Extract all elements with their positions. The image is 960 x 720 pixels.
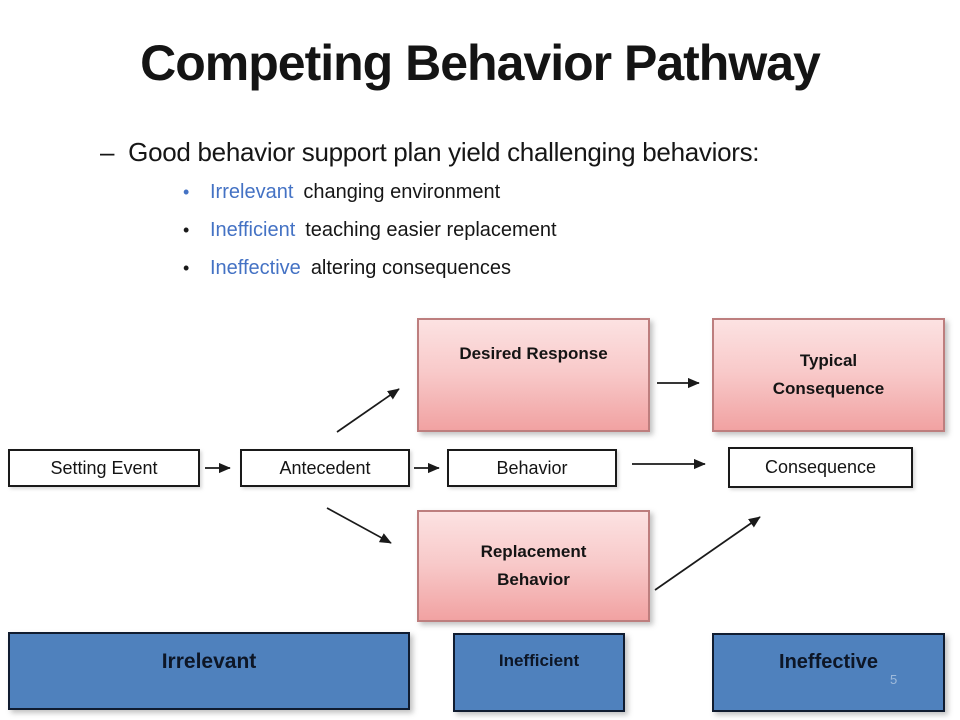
list-item: • Ineffective altering consequences xyxy=(183,255,557,293)
dash-bullet-marker: – xyxy=(100,137,115,167)
arrow-replacement-to-consequence xyxy=(654,516,761,591)
main-bullet-line: –Good behavior support plan yield challe… xyxy=(100,137,920,168)
inefficient-label-box: Inefficient xyxy=(453,633,625,712)
bullet-term: Irrelevant xyxy=(210,181,294,203)
bullet-desc: altering consequences xyxy=(310,257,511,279)
consequence-box: Consequence xyxy=(728,447,913,488)
irrelevant-label-box: Irrelevant xyxy=(8,632,410,710)
desired-response-label: Desired Response xyxy=(459,344,608,363)
bullet-dot-icon: • xyxy=(183,182,190,202)
behavior-label: Behavior xyxy=(496,457,568,478)
arrow-antecedent-to-replacement xyxy=(326,507,392,544)
setting-event-label: Setting Event xyxy=(50,457,158,478)
irrelevant-label: Irrelevant xyxy=(161,650,257,673)
setting-event-box: Setting Event xyxy=(8,449,200,487)
page-title: Competing Behavior Pathway xyxy=(140,35,821,91)
bullet-dot-icon: • xyxy=(183,220,190,240)
replacement-behavior-label: Replacement Behavior xyxy=(480,542,587,589)
antecedent-label: Antecedent xyxy=(279,457,371,478)
arrow-antecedent-to-desired xyxy=(336,388,400,433)
behavior-box: Behavior xyxy=(447,449,617,487)
bullet-dot-icon: • xyxy=(183,258,190,278)
list-item: • Inefficient teaching easier replacement xyxy=(183,217,557,255)
list-item: • Irrelevant changing environment xyxy=(183,179,557,217)
bullet-term: Inefficient xyxy=(210,219,296,241)
typical-consequence-label: Typical Consequence xyxy=(772,351,885,398)
bullet-desc: teaching easier replacement xyxy=(305,219,557,241)
main-bullet-text: Good behavior support plan yield challen… xyxy=(128,137,760,167)
bullet-term: Ineffective xyxy=(210,257,301,279)
bullet-desc: changing environment xyxy=(303,181,501,203)
inefficient-label: Inefficient xyxy=(498,651,580,670)
sub-bullet-list: • Irrelevant changing environment • Ineff… xyxy=(183,179,557,293)
antecedent-box: Antecedent xyxy=(240,449,410,487)
consequence-label: Consequence xyxy=(764,457,877,477)
replacement-behavior-box: Replacement Behavior xyxy=(417,510,650,622)
slide-page-number: 5 xyxy=(890,672,898,687)
ineffective-label-box: Ineffective xyxy=(712,633,945,712)
ineffective-label: Ineffective xyxy=(779,651,878,673)
typical-consequence-box: Typical Consequence xyxy=(712,318,945,432)
desired-response-box: Desired Response xyxy=(417,318,650,432)
